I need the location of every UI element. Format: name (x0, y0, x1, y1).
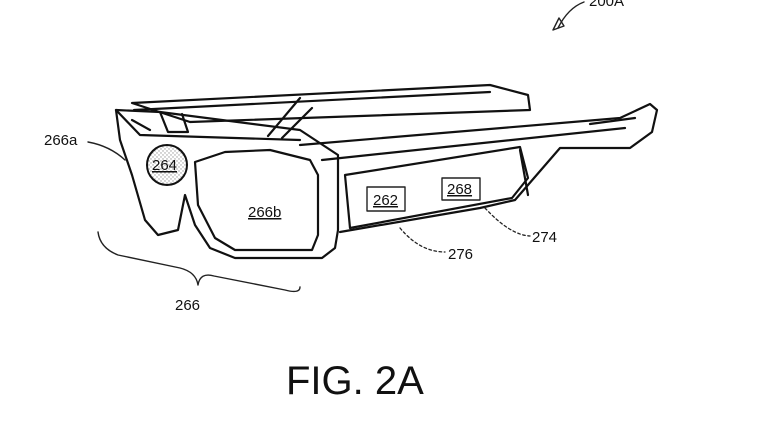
reference-arrow (552, 1, 585, 31)
lens (193, 148, 320, 252)
label-264: 264 (152, 157, 177, 174)
front-frame (114, 108, 340, 260)
label-266a: 266a (44, 132, 78, 149)
label-274: 274 (532, 229, 557, 246)
label-266: 266 (175, 297, 200, 314)
box-268 (441, 177, 481, 201)
module-housing (343, 145, 530, 230)
camera-circle (146, 144, 188, 186)
label-262: 262 (373, 192, 398, 209)
label-276: 276 (448, 246, 473, 263)
reference-label: 200A (589, 0, 624, 10)
label-268: 268 (447, 181, 472, 198)
box-262 (366, 186, 406, 212)
label-266b: 266b (248, 204, 281, 221)
brace-266 (97, 231, 301, 293)
figure-caption: FIG. 2A (286, 359, 424, 403)
side-arm (298, 102, 659, 234)
leader-276 (399, 227, 446, 253)
leader-266a (87, 141, 126, 161)
leader-274 (484, 207, 531, 237)
top-display-bar (130, 83, 532, 140)
